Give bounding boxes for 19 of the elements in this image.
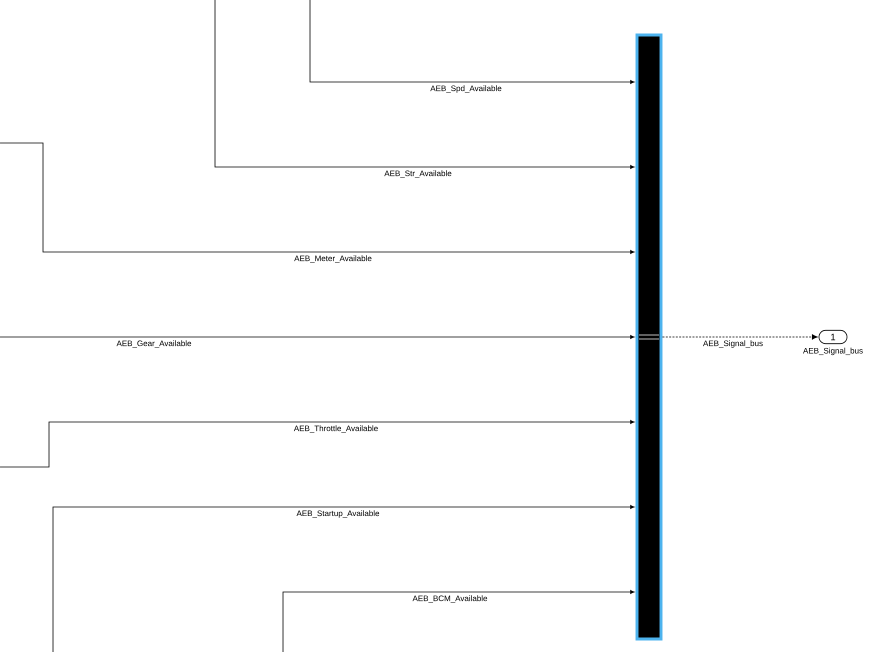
outport-block: 1 [818, 330, 848, 344]
signal-label: AEB_Signal_bus [703, 340, 763, 348]
signal-line [214, 0, 634, 169]
signal-label: AEB_BCM_Available [412, 595, 488, 603]
signal-line [310, 0, 634, 84]
signal-line [282, 590, 634, 652]
signal-label: AEB_Str_Available [384, 170, 452, 178]
block-name: AEB_Signal_bus [803, 348, 863, 356]
signal-line [0, 335, 634, 339]
signal-label: AEB_Startup_Available [296, 510, 380, 518]
signal-label: AEB_Gear_Available [116, 340, 192, 348]
signal-line [52, 505, 634, 652]
signal-line [0, 142, 634, 254]
signal-label: AEB_Throttle_Available [294, 425, 378, 433]
signal-label: AEB_Spd_Available [430, 85, 502, 93]
bus-line [662, 334, 818, 340]
signal-label: AEB_Meter_Available [294, 255, 372, 263]
bus-creator-bar [636, 34, 662, 640]
signal-line [0, 420, 634, 468]
